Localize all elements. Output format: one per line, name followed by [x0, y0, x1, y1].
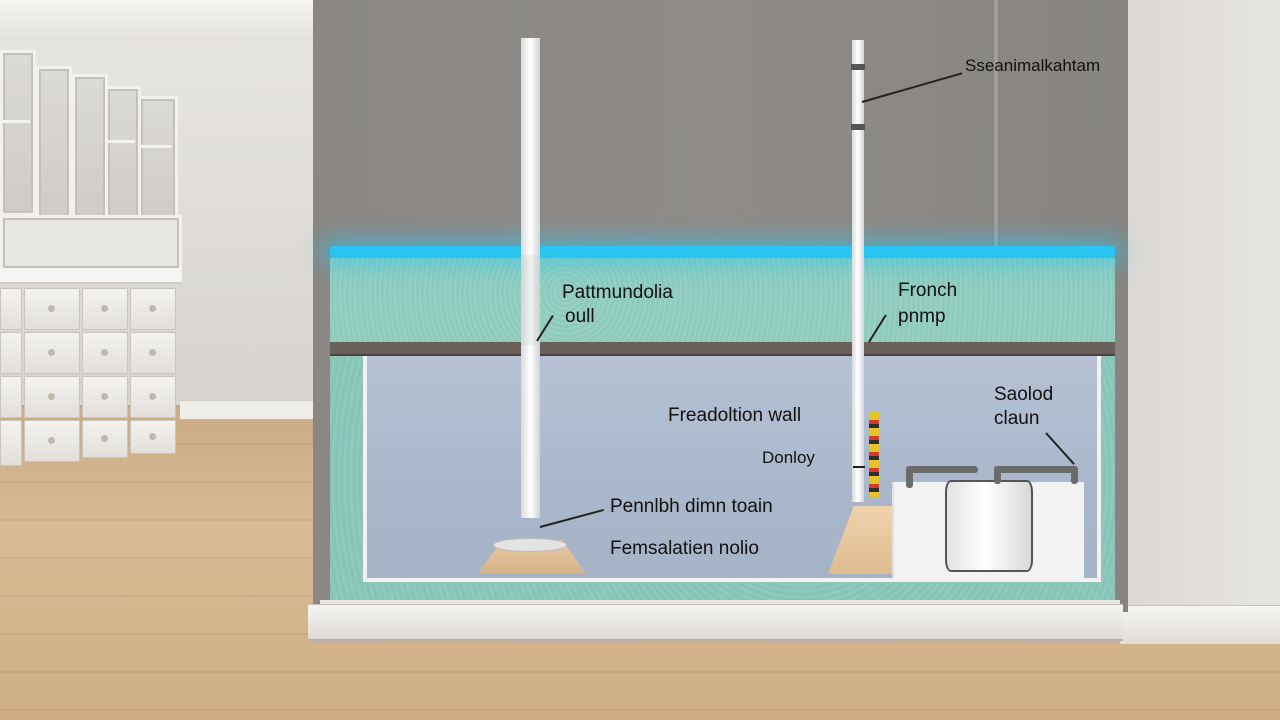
- cabinets: [0, 30, 182, 490]
- drawer: [0, 376, 22, 418]
- drawer: [130, 288, 176, 330]
- floor-slab: [330, 342, 1115, 356]
- tank-pipe: [908, 466, 978, 473]
- label-foundation-wall: Freadoltion wall: [668, 405, 802, 426]
- sump-cap-left: [493, 538, 567, 552]
- left-pipe-band: [521, 255, 540, 345]
- label-sealed-line2: claun: [994, 408, 1040, 429]
- tank-pipe: [994, 466, 1078, 473]
- drawer: [0, 332, 22, 374]
- cabinet-door: [0, 50, 36, 216]
- cabinet-door: [105, 86, 141, 222]
- foundation-band: [330, 258, 1115, 346]
- shelf: [138, 145, 172, 148]
- drawer: [24, 376, 80, 418]
- electrical-conduit: [869, 412, 879, 497]
- cabinet-door: [36, 66, 72, 222]
- right-wall: [1128, 0, 1280, 610]
- label-perimeter-line2: oull: [565, 306, 595, 327]
- label-small-note: Donloy: [762, 448, 815, 467]
- label-foundation-note: Femsalatien nolio: [610, 538, 759, 559]
- tank-pipe: [994, 466, 1001, 484]
- label-french-line2: pnmp: [898, 306, 946, 327]
- label-french-line1: Fronch: [898, 280, 958, 301]
- tank-pipe: [906, 466, 913, 488]
- drawer: [82, 288, 128, 330]
- drawer: [82, 332, 128, 374]
- drawer: [130, 376, 176, 418]
- drawer: [82, 420, 128, 458]
- cabinet-door: [138, 96, 178, 226]
- baseboard-right: [1120, 605, 1280, 644]
- water-level-line: [330, 246, 1115, 258]
- drawer: [24, 332, 80, 374]
- cabinet-panel: [0, 215, 182, 271]
- label-top-right: Sseanimalkahtam: [965, 56, 1101, 75]
- baseboard-left: [180, 400, 315, 419]
- tank-pipe: [1071, 466, 1078, 484]
- pipe-joint: [851, 64, 865, 70]
- ceiling: [0, 0, 320, 40]
- drawer: [130, 332, 176, 374]
- drawer: [130, 420, 176, 454]
- drawer: [0, 420, 22, 466]
- drawer: [82, 376, 128, 418]
- drawer: [24, 420, 80, 462]
- vent-line: [992, 0, 1000, 255]
- label-perimeter-line1: Pattmundolia: [562, 282, 673, 303]
- label-drain: Pennlbh dimn toain: [610, 496, 773, 517]
- counter: [0, 268, 182, 284]
- shelf: [105, 140, 135, 143]
- leader-line: [853, 466, 865, 468]
- cabinet-door: [72, 74, 108, 220]
- shelf: [0, 120, 30, 123]
- label-sealed-line1: Saolod: [994, 384, 1054, 405]
- drawer: [24, 288, 80, 330]
- drawer: [0, 288, 22, 330]
- diagram-base: [308, 604, 1123, 641]
- sealed-tank: [945, 480, 1033, 572]
- right-pipe: [852, 40, 864, 502]
- pipe-joint: [851, 124, 865, 130]
